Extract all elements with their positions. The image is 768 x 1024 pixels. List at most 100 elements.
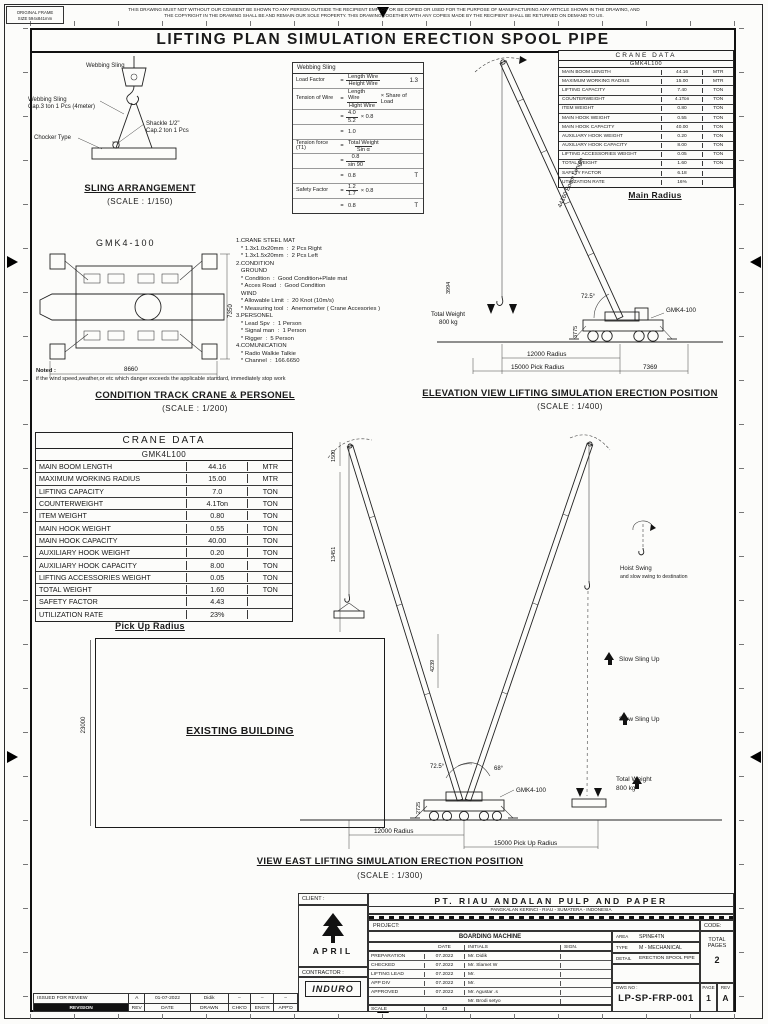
client-name: PT. RIAU ANDALAN PULP AND PAPER bbox=[368, 893, 734, 907]
april-logo-text: APRIL bbox=[312, 946, 354, 956]
spec-unit: TON bbox=[713, 143, 724, 149]
calc-fraction: Length Wire Hight Wire bbox=[346, 89, 378, 109]
approval-row: APPROVED 07.2022 Mr. Agustar .s bbox=[369, 988, 611, 997]
dim-12000-radius: 12000 Radius bbox=[527, 351, 566, 358]
note-line: * Channel : 166.6650 bbox=[236, 358, 300, 364]
spec-label: AUXILIARY HOOK CAPACITY bbox=[36, 560, 188, 570]
spec-label: MAXIMUM WORKING RADIUS bbox=[559, 78, 662, 84]
project-label: PROJECT: bbox=[373, 923, 400, 929]
approval-role: APPROVED bbox=[369, 989, 425, 995]
crane-boom bbox=[499, 59, 624, 320]
spec-unit: TON bbox=[262, 499, 278, 509]
hoist-swing-note-line2: and slow swing to destination bbox=[620, 574, 688, 580]
spec-label: COUNTERWEIGHT bbox=[36, 499, 188, 509]
dim-4239: 4239 bbox=[430, 660, 436, 672]
pages-label: PAGES bbox=[707, 943, 727, 949]
crane-data-title: CRANE DATA bbox=[36, 433, 292, 449]
right-hoist-and-hook bbox=[584, 446, 591, 797]
spec-label: AUXILIARY HOOK WEIGHT bbox=[559, 133, 662, 139]
spec-unit: TON bbox=[262, 511, 278, 521]
scale-label: SCALE bbox=[369, 1007, 425, 1011]
page-label: PAGE bbox=[702, 985, 715, 990]
approval-initials: Mr. bbox=[465, 971, 561, 977]
spec-value: 0.20 bbox=[662, 133, 704, 139]
spec-value: 16% bbox=[662, 180, 704, 186]
type-row: TYPE M - MECHANICAL bbox=[612, 942, 700, 953]
spec-label: UTILIZATION RATE bbox=[559, 180, 662, 186]
calc-denominator: sin 90 bbox=[346, 160, 365, 168]
rev-value: A bbox=[722, 993, 729, 1003]
crane-spec-row: TOTAL WEIGHT 1.60 TON bbox=[36, 584, 292, 597]
spec-value: 4.1Ton bbox=[187, 499, 249, 509]
slow-sling-up-label: Slow Sling Up bbox=[619, 656, 660, 663]
crane-model-callout: GMK4-100 bbox=[666, 307, 696, 314]
revision-entry-row: ISSUED FOR REVIEW A 01-07-2022 Didik – –… bbox=[34, 994, 297, 1004]
sling-calc-row: = 1.0 bbox=[293, 125, 423, 140]
revision-app: – bbox=[284, 995, 287, 1001]
crane-model: GMK4L100 bbox=[559, 61, 733, 68]
note-line: 4.COMUNICATION bbox=[236, 343, 287, 349]
spec-label: MAIN HOOK WEIGHT bbox=[36, 523, 188, 533]
spec-label: MAIN HOOK CAPACITY bbox=[36, 535, 188, 545]
spec-unit: TON bbox=[262, 548, 278, 558]
approval-initials: Mr. bbox=[465, 980, 561, 986]
calc-equals: = bbox=[340, 158, 344, 165]
hoist-swing-note-line1: Hoist Swing bbox=[620, 566, 652, 572]
building-dim-line bbox=[90, 640, 91, 826]
pick-up-radius-label: Pick Up Radius bbox=[115, 621, 185, 631]
revision-date: 01-07-2022 bbox=[145, 994, 191, 1003]
calc-numerator: 1.2 bbox=[348, 183, 356, 190]
approval-date: 07.2022 bbox=[425, 953, 465, 959]
approval-initials: Mr. Didik bbox=[465, 953, 561, 959]
calc-fraction: 0.8 sin 90 bbox=[346, 154, 365, 168]
spec-label: ITEM WEIGHT bbox=[559, 106, 662, 112]
crane-spec-row: TOTAL WEIGHT 1.60 TON bbox=[559, 160, 733, 170]
spec-value: 0.20 bbox=[187, 548, 249, 558]
spool-pipe bbox=[91, 147, 177, 160]
calc-tail: × 0.8 bbox=[360, 187, 374, 194]
total-pages-box: TOTAL PAGES 2 bbox=[700, 931, 734, 983]
calc-label: Safety Factor bbox=[296, 186, 329, 193]
machine-row: BOARDING MACHINE bbox=[368, 931, 612, 942]
approval-date: 07.2022 bbox=[425, 989, 465, 995]
revision-table: ISSUED FOR REVIEW A 01-07-2022 Didik – –… bbox=[33, 993, 298, 1012]
rev-col-header: REV bbox=[129, 1003, 146, 1011]
sling-calc-row: Load Factor = Length Wire Height Wire 1.… bbox=[293, 74, 423, 89]
approval-date: 07.2022 bbox=[425, 962, 465, 968]
crane-spec-row: MAXIMUM WORKING RADIUS 15.00 MTR bbox=[559, 77, 733, 87]
client-label: CLIENT : bbox=[302, 896, 325, 902]
calc-fraction: 0.8 bbox=[346, 203, 358, 209]
calc-tail: × Share of Load bbox=[380, 92, 407, 105]
type-value: M - MECHANICAL bbox=[639, 944, 682, 951]
revision-drawn: Didik bbox=[191, 994, 229, 1003]
spec-unit: MTR bbox=[262, 462, 279, 472]
dim-7369: 7369 bbox=[643, 364, 658, 371]
spec-value: 6.18 bbox=[662, 170, 704, 176]
dim-15000-pick-radius: 15000 Pick Radius bbox=[511, 364, 564, 371]
spec-value: 7.0 bbox=[187, 486, 249, 496]
spec-unit: TON bbox=[262, 535, 278, 545]
calc-tail: × 0.8 bbox=[360, 114, 374, 121]
utilization-row: UTILIZATION RATE 23% bbox=[36, 609, 292, 621]
calc-value: T bbox=[414, 173, 418, 180]
crane-spec-rows: MAIN BOOM LENGTH 44.16 MTR MAXIMUM WORKI… bbox=[36, 461, 292, 597]
approval-role: LIFTING LEAD bbox=[369, 971, 425, 977]
note-line: 3.PERSONEL bbox=[236, 313, 273, 319]
calc-equals: = bbox=[340, 202, 344, 209]
detail-row: DETAIL ERECTION SPOOL PIPE bbox=[612, 953, 700, 964]
spec-value: 44.16 bbox=[662, 69, 704, 75]
fold-mark-icon bbox=[7, 256, 18, 268]
calc-numerator: Length Wire bbox=[348, 88, 366, 102]
calc-numerator: Length Wire bbox=[348, 74, 379, 80]
spec-value: 0.55 bbox=[662, 115, 704, 121]
crane-spec-row: AUXILIARY HOOK CAPACITY 8.00 TON bbox=[36, 559, 292, 572]
webbing-sling-note-line2: Cap.3 ton 1 Pcs (4meter) bbox=[28, 104, 96, 110]
noted-text: if the wind speed,weather,or etc which d… bbox=[36, 376, 286, 382]
spec-unit: MTR bbox=[713, 69, 724, 75]
spec-value: 8.00 bbox=[662, 143, 704, 149]
april-logo-icon bbox=[322, 913, 344, 943]
rev-label: REV bbox=[720, 985, 731, 990]
boom-plan bbox=[39, 293, 225, 321]
elevation-view-scale: (SCALE : 1/400) bbox=[537, 402, 603, 411]
